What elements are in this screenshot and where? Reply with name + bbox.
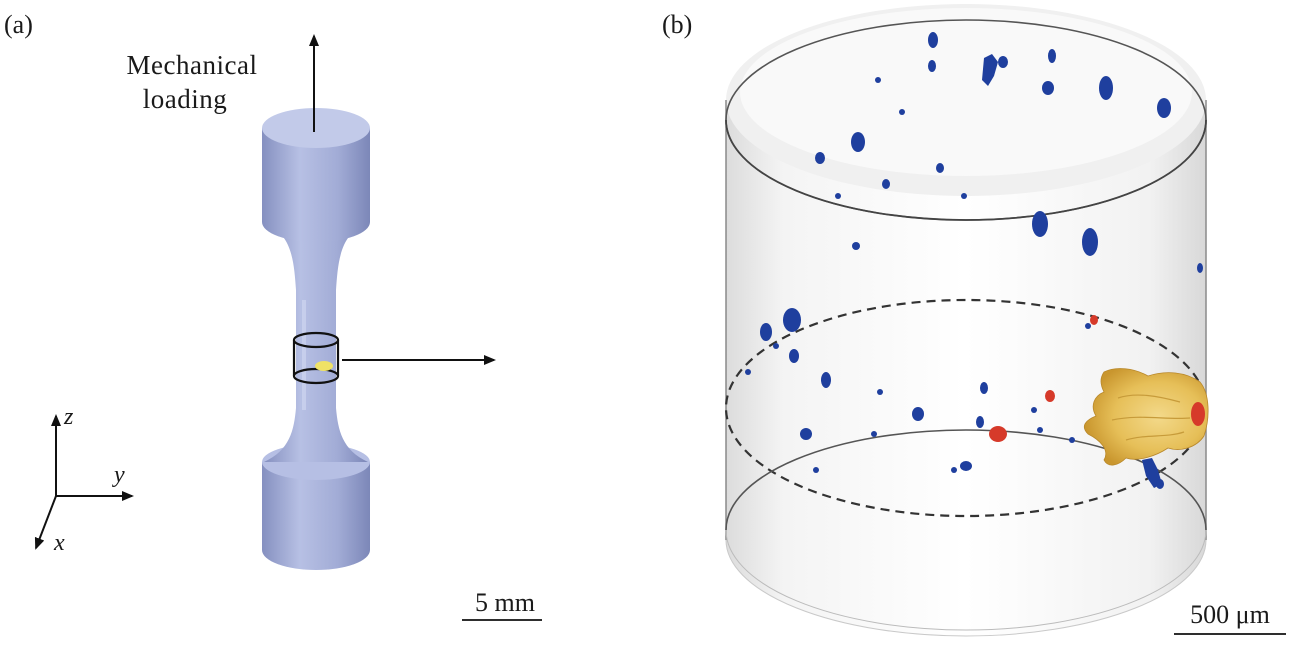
coordinate-axes [34, 414, 134, 550]
crack-spot [315, 361, 333, 371]
panel-a-label: (a) [4, 10, 33, 39]
axis-x-label: x [54, 530, 65, 556]
mechanical-loading-label: Mechanical loading [92, 48, 292, 116]
panel-b-label: (b) [662, 10, 693, 39]
dogbone-specimen [262, 108, 370, 570]
crack-initiation-sites [989, 315, 1205, 442]
axis-y-label: y [114, 462, 125, 488]
crack-texture [1111, 394, 1191, 441]
scale-bar-b: 500 μm [1172, 600, 1288, 630]
scale-bar-b-text: 500 μm [1190, 600, 1270, 629]
pores [745, 32, 1203, 489]
loading-line-1: Mechanical [126, 50, 258, 80]
loading-line-2: loading [142, 84, 228, 114]
gauge-region-marker [292, 331, 340, 385]
scale-bar-a: 5 mm [460, 588, 550, 618]
axis-z-label: z [64, 404, 74, 430]
scale-bar-a-text: 5 mm [475, 588, 535, 617]
